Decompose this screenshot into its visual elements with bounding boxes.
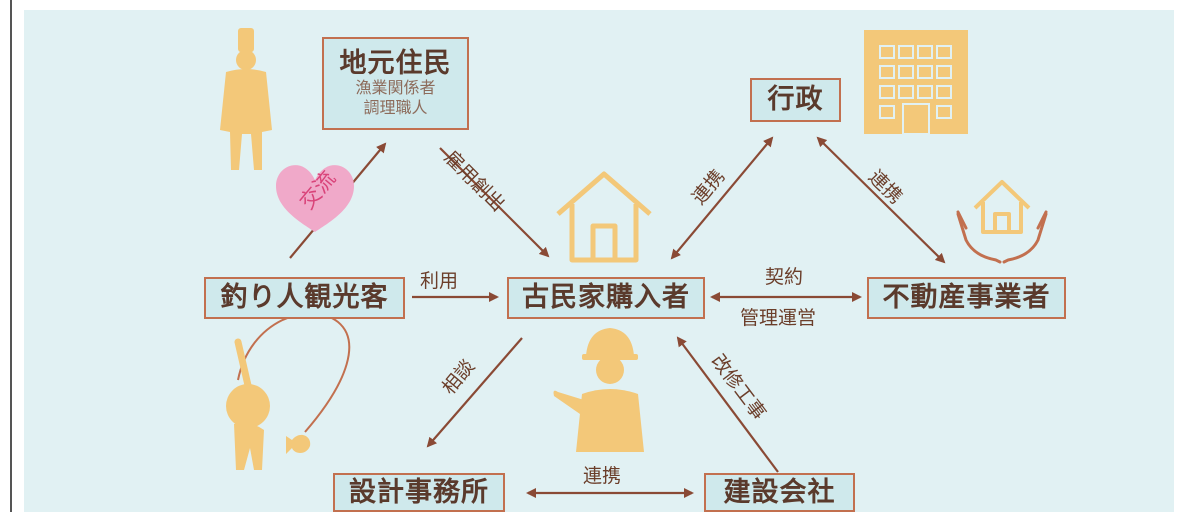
chef-icon [220,28,272,170]
left-border [0,0,12,512]
building-icon [864,30,968,135]
label-coop-design-construction: 連携 [583,465,622,487]
node-buyer-title: 古民家購入者 [522,282,690,314]
node-local-residents: 地元住民 漁業関係者 調理職人 [322,37,469,130]
arrow-consult [426,337,523,448]
node-local-residents-title: 地元住民 [339,47,452,79]
node-administration: 行政 [750,78,841,122]
node-design-office-title: 設計事務所 [349,476,489,508]
hands-house-icon [956,180,1048,264]
node-construction: 建設会社 [704,473,855,512]
node-real-estate-title: 不動産事業者 [882,282,1051,314]
label-contract: 契約 [765,266,804,288]
node-construction-title: 建設会社 [723,476,836,508]
arrow-employment [439,147,550,258]
node-real-estate: 不動産事業者 [867,277,1066,319]
arrow-admin-realestate [816,136,946,264]
house-icon [556,171,652,263]
label-use: 利用 [420,270,459,292]
arrow-renovation [676,336,779,473]
worker-icon [553,328,644,452]
node-design-office: 設計事務所 [333,473,505,512]
node-tourists-title: 釣り人観光客 [220,282,389,314]
node-administration-title: 行政 [767,84,824,116]
fisher-icon [226,312,351,470]
label-management: 管理運営 [740,307,817,329]
node-tourists: 釣り人観光客 [204,277,405,319]
node-local-residents-sub2: 調理職人 [363,98,428,118]
arrow-admin-buyer [670,136,774,260]
node-buyer: 古民家購入者 [507,277,705,319]
heart-icon [276,165,354,232]
node-local-residents-sub1: 漁業関係者 [355,78,436,98]
